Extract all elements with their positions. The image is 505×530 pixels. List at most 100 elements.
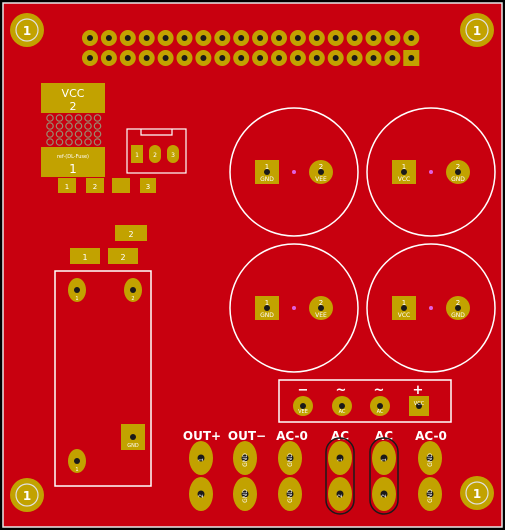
via — [93, 114, 102, 122]
header-pin-hole — [162, 35, 169, 41]
capacitor-outline — [366, 107, 496, 237]
smd-row-a[interactable]: 1 2 3 — [58, 178, 156, 193]
smd-row-c[interactable]: 1 2 — [70, 248, 138, 264]
relay-module[interactable]: 1 2 GND 1 — [54, 270, 152, 487]
power-label-ac1: ~ — [336, 383, 347, 398]
via — [93, 130, 102, 138]
output-terminal-pad[interactable]: 2 — [328, 477, 352, 511]
mounting-hole-bottom-right[interactable]: 1 — [460, 476, 494, 510]
vcc-chip-bottom-pad[interactable] — [41, 147, 105, 177]
mounting-hole-bottom-left[interactable]: 1 — [10, 478, 44, 512]
header-pin-hole — [351, 55, 358, 61]
header-pin-hole — [87, 35, 93, 41]
smd-pad[interactable] — [108, 248, 138, 264]
header-pin-hole — [124, 55, 131, 61]
header-pin-hole — [276, 55, 282, 61]
mounting-hole-top-left[interactable]: 1 — [10, 13, 44, 47]
output-terminal-pad[interactable]: GND — [233, 477, 257, 511]
header-pin-hole — [143, 35, 150, 41]
capacitor-center-mark — [429, 170, 433, 174]
header-pin-hole — [332, 55, 339, 61]
smd-row-b[interactable]: 2 — [115, 225, 147, 241]
power-pin-2-net: AC — [339, 409, 346, 415]
capacitor-pad-1-label: 1 — [265, 299, 269, 307]
header-pin-hole — [200, 35, 207, 41]
header-pin-hole — [294, 35, 301, 41]
capacitor-pad-1-label: 1 — [265, 163, 269, 171]
smd-pad[interactable] — [112, 178, 130, 193]
capacitor-pad-2-label: 2 — [456, 299, 460, 307]
connector-pin-3[interactable] — [167, 145, 179, 163]
vcc-fuse-component[interactable]: VCC 2 ref-(DL-Fuse) 1 — [41, 83, 105, 177]
output-terminal-pad[interactable]: GND — [278, 477, 302, 511]
output-terminal-pad[interactable]: GND — [418, 477, 442, 511]
header-pin-hole — [181, 35, 188, 41]
output-terminal-net: 1 — [381, 458, 388, 462]
output-terminal-net: 2 — [337, 494, 344, 498]
header-pin-hole — [238, 35, 245, 41]
via — [55, 130, 64, 138]
smd-pad[interactable] — [115, 225, 147, 241]
output-terminal-net: 2 — [198, 494, 205, 498]
capacitor-center-mark — [292, 170, 296, 174]
output-terminal-net: GND — [242, 489, 249, 503]
capacitor-pad-2-label: 2 — [456, 163, 460, 171]
header-pin-hole — [162, 55, 169, 61]
ac-terminal-outline — [369, 437, 399, 515]
label-ac-left: AC — [331, 429, 349, 443]
via — [46, 138, 54, 146]
smd-pad[interactable] — [86, 178, 104, 193]
via — [84, 130, 92, 138]
relay-pad-bottom-left-label: 1 — [75, 467, 78, 473]
via — [93, 122, 102, 130]
via — [46, 122, 54, 130]
smd-pad-label: 2 — [93, 183, 97, 191]
output-terminal-pad[interactable]: 2 — [372, 477, 396, 511]
capacitor-pad-2-label: 2 — [319, 299, 323, 307]
output-terminal-pad[interactable]: GND — [278, 441, 302, 475]
header-pin-hole — [257, 35, 264, 41]
via — [74, 114, 83, 122]
output-terminal-pad[interactable]: 1 — [189, 441, 213, 475]
vcc-chip-top-pad[interactable] — [41, 83, 105, 113]
output-terminal-pad[interactable]: 1 — [328, 441, 352, 475]
capacitor-outline — [229, 243, 359, 373]
pin-header-2x18[interactable] — [82, 30, 420, 66]
header-pin-hole — [389, 35, 396, 41]
connector-pin-1-label: 1 — [135, 152, 139, 159]
output-terminal-net: GND — [427, 489, 434, 503]
smd-pad-label: 2 — [120, 253, 125, 262]
output-terminal-pad[interactable]: GND — [418, 441, 442, 475]
capacitor-pad-2-net: GND — [451, 312, 465, 319]
relay-module-silkscreen — [54, 270, 152, 487]
connector-silkscreen — [126, 128, 187, 174]
header-pin-hole — [124, 35, 131, 41]
via — [65, 130, 73, 138]
small-3pin-connector[interactable]: 1 2 3 — [126, 128, 187, 174]
header-pin-hole — [408, 35, 415, 41]
header-pin-hole — [87, 55, 93, 61]
capacitor-outline — [366, 243, 496, 373]
output-terminal-pad[interactable]: 1 — [372, 441, 396, 475]
output-terminal-pad[interactable]: 2 — [189, 477, 213, 511]
label-out-minus: OUT− — [228, 429, 266, 443]
smd-pad[interactable] — [58, 178, 76, 193]
label-ac-right: AC — [375, 429, 393, 443]
connector-pin-1[interactable] — [131, 145, 143, 163]
power-label-plus: + — [413, 383, 424, 398]
output-terminal-pad[interactable]: GND — [233, 441, 257, 475]
connector-pin-2[interactable] — [149, 145, 161, 163]
mounting-hole-label: 1 — [473, 487, 481, 501]
smd-pad-label: 3 — [146, 183, 150, 191]
capacitor-pad-1-net: GND — [260, 176, 274, 183]
mounting-hole-top-right[interactable]: 1 — [460, 13, 494, 47]
header-pin-hole — [105, 35, 112, 41]
smd-pad[interactable] — [70, 248, 100, 264]
smd-pad[interactable] — [140, 178, 156, 193]
power-input-connector[interactable]: − ~ ~ + VEE AC AC VCC — [278, 379, 452, 423]
